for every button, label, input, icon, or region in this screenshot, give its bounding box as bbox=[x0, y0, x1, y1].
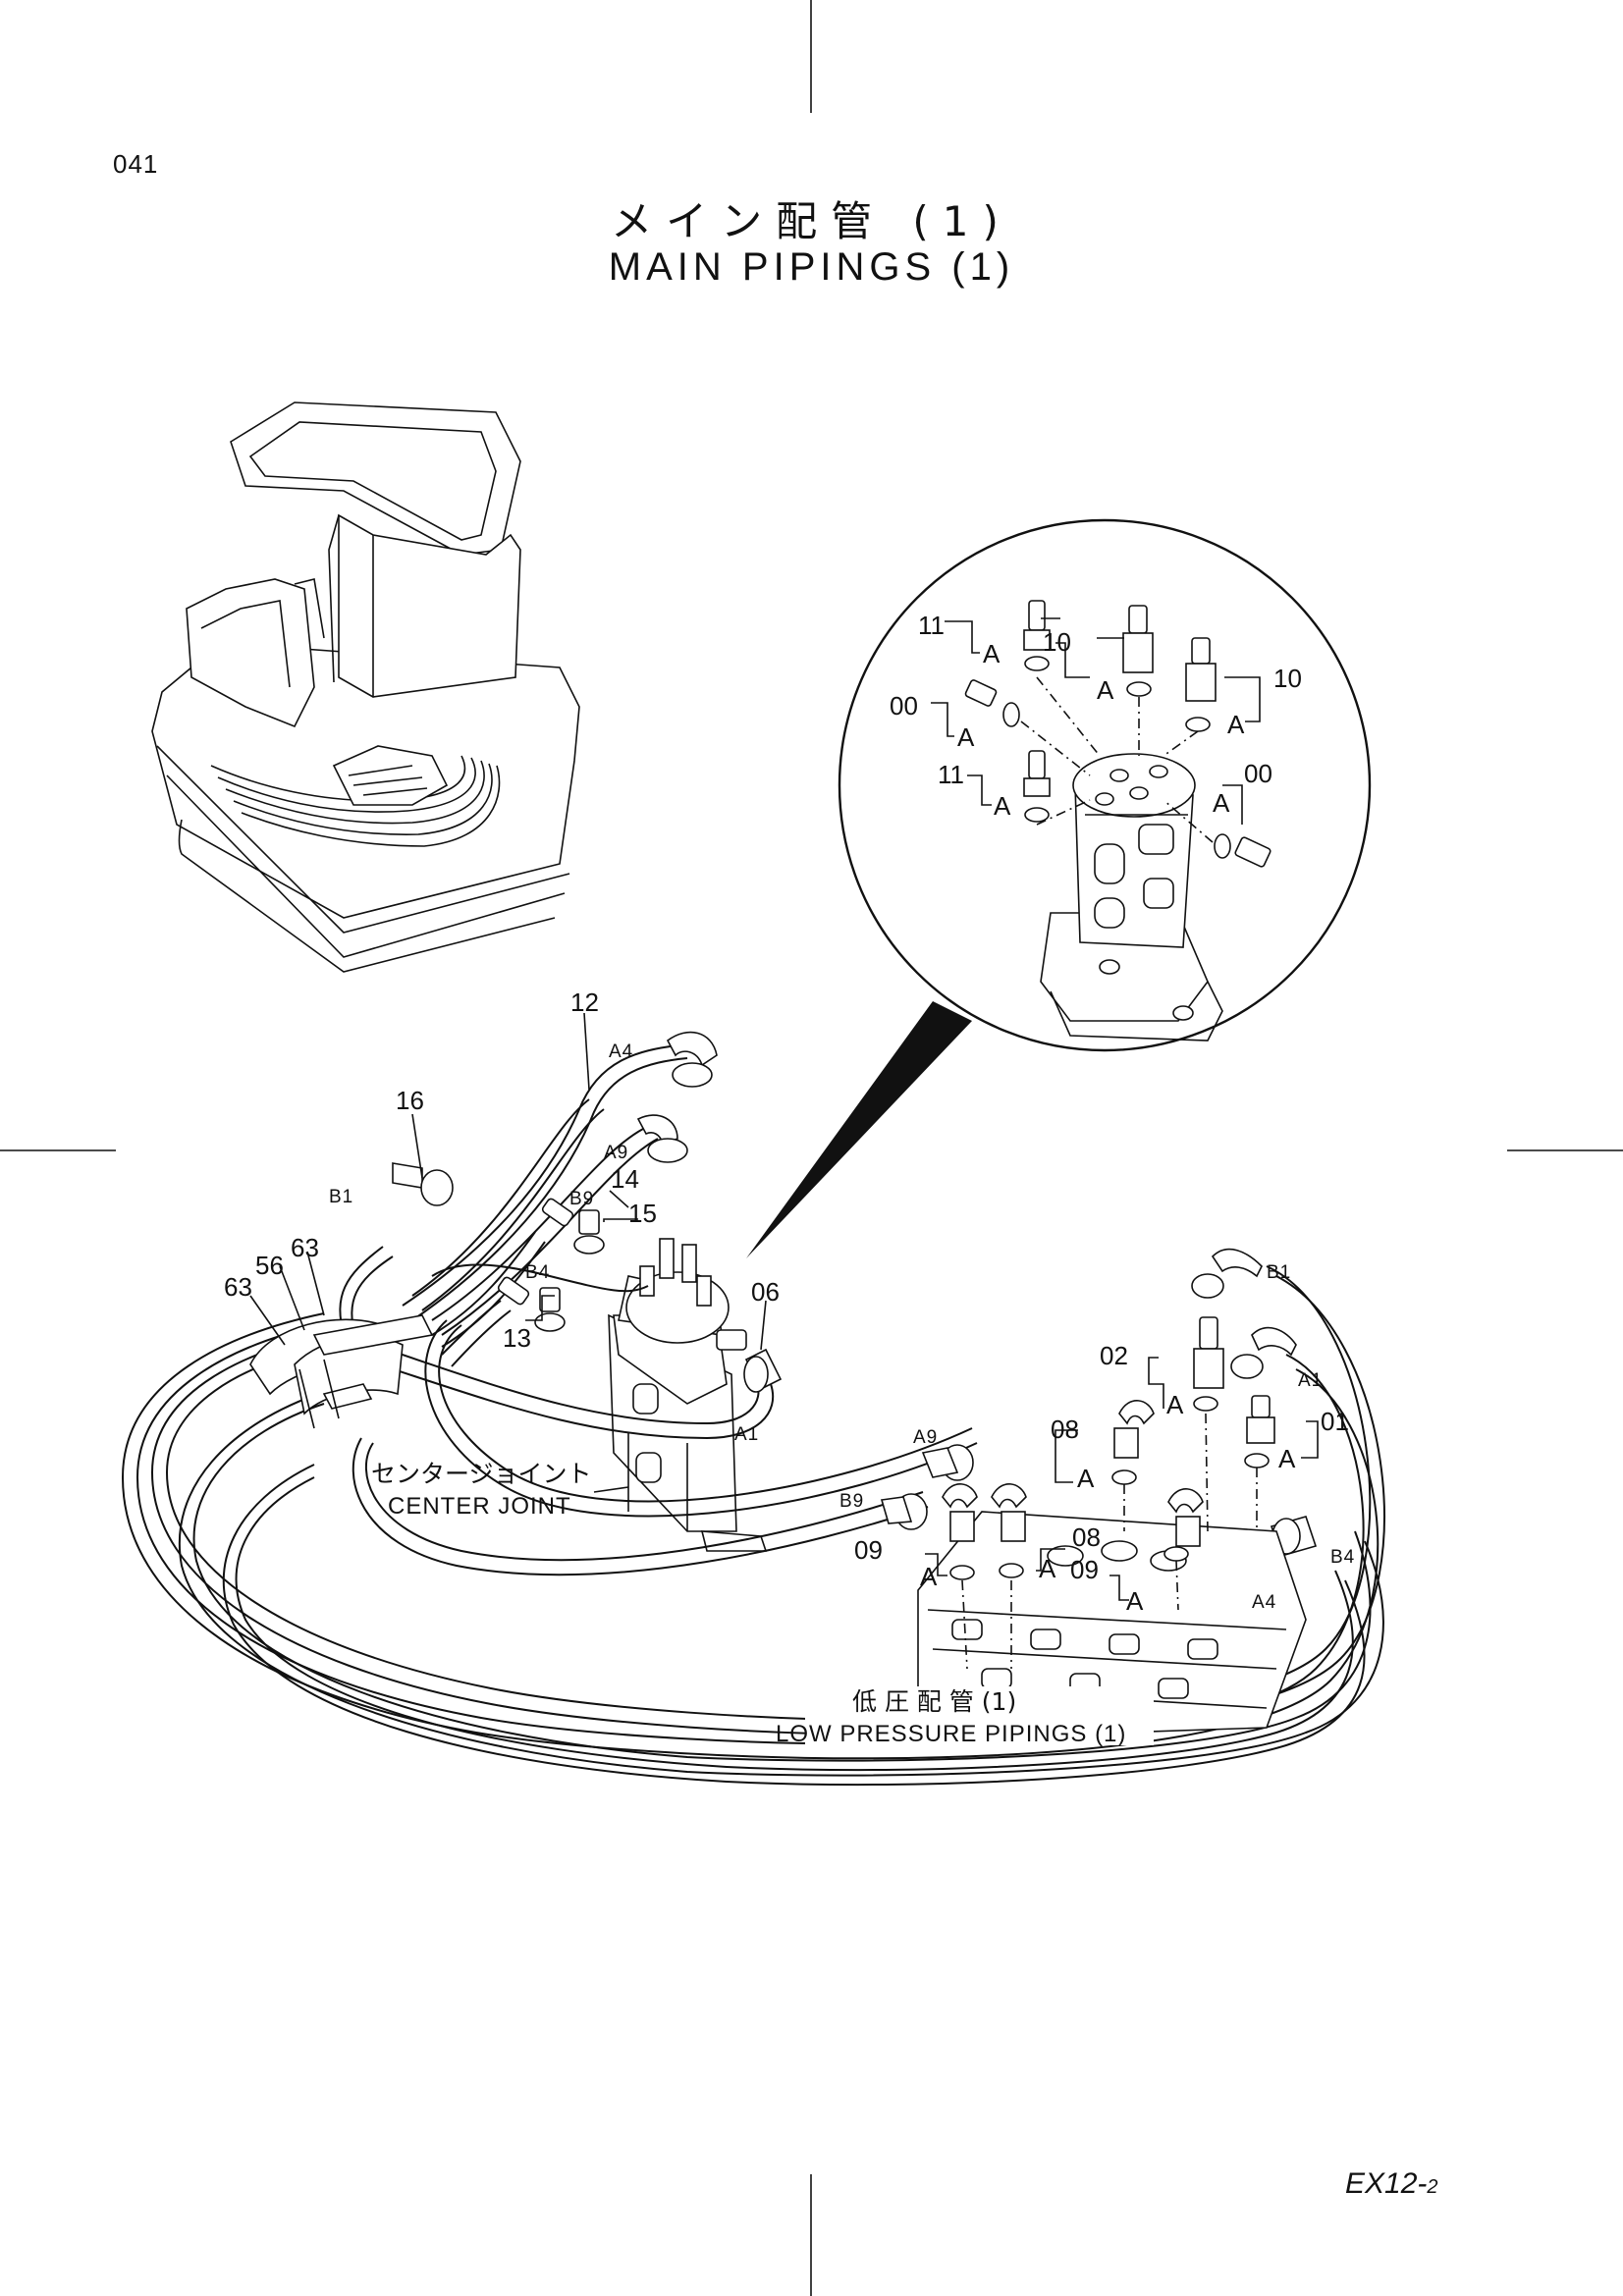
detail-callout-00-right: 00 bbox=[1244, 759, 1272, 788]
callout-09-left: 09 bbox=[854, 1535, 883, 1565]
port-a1-mid: A1 bbox=[734, 1424, 759, 1445]
seal-mark-a: A bbox=[983, 639, 1001, 668]
seal-marks: A A A A A A A A A A A A bbox=[920, 639, 1296, 1616]
detail-callout-10-right: 10 bbox=[1273, 664, 1302, 693]
diagram-code: EX12-2 bbox=[1345, 2167, 1438, 2201]
seal-mark-a: A bbox=[920, 1562, 938, 1591]
machine-overview-illustration bbox=[151, 401, 580, 973]
detail-center-joint bbox=[1040, 753, 1223, 1041]
seal-mark-a: A bbox=[1166, 1390, 1184, 1419]
diagram-code-sub: 2 bbox=[1427, 2176, 1438, 2198]
center-joint-label-jp: センタージョイント bbox=[371, 1460, 592, 1488]
center-joint-assembly bbox=[608, 1238, 768, 1552]
detail-fittings bbox=[931, 600, 1271, 868]
port-b1-right: B1 bbox=[1267, 1262, 1291, 1283]
callout-06: 06 bbox=[751, 1277, 780, 1307]
seal-mark-a: A bbox=[1097, 675, 1114, 705]
port-b1-left: B1 bbox=[329, 1187, 353, 1207]
seal-mark-a: A bbox=[1213, 788, 1230, 818]
callout-63-left: 63 bbox=[224, 1272, 252, 1302]
seal-mark-a: A bbox=[957, 722, 975, 752]
detail-callout-10-left: 10 bbox=[1043, 627, 1071, 657]
callout-13: 13 bbox=[503, 1323, 531, 1353]
callout-14: 14 bbox=[611, 1164, 639, 1194]
low-pressure-label-en: LOW PRESSURE PIPINGS (1) bbox=[776, 1721, 1126, 1747]
port-a1-right: A1 bbox=[1298, 1370, 1323, 1391]
callout-09-right: 09 bbox=[1070, 1555, 1099, 1584]
callout-numbers: 12 16 14 15 13 63 56 63 06 02 08 01 09 0… bbox=[224, 611, 1349, 1584]
valve-fittings bbox=[942, 1316, 1275, 1670]
port-a9-mid: A9 bbox=[913, 1427, 938, 1448]
hose-clamp bbox=[249, 1314, 434, 1429]
page-title-jp: メイン配管 (1) bbox=[611, 197, 1012, 245]
low-pressure-label-jp: 低 圧 配 管 (1) bbox=[852, 1687, 1016, 1716]
seal-mark-a: A bbox=[1126, 1586, 1144, 1616]
diagram-notes: センタージョイント CENTER JOINT 低 圧 配 管 (1) LOW P… bbox=[371, 1460, 1154, 1747]
port-a9-top: A9 bbox=[604, 1143, 628, 1163]
callout-08-left: 08 bbox=[1051, 1415, 1079, 1444]
callout-15: 15 bbox=[628, 1199, 657, 1228]
port-b4-top: B4 bbox=[525, 1262, 550, 1283]
center-joint-label-en: CENTER JOINT bbox=[388, 1493, 571, 1520]
callout-01: 01 bbox=[1321, 1407, 1349, 1436]
port-a4-right: A4 bbox=[1252, 1592, 1276, 1613]
leader-lines bbox=[249, 1012, 1319, 1601]
seal-mark-a: A bbox=[1278, 1444, 1296, 1473]
diagram-code-main: EX12- bbox=[1345, 2167, 1428, 2200]
callout-12: 12 bbox=[570, 988, 599, 1017]
port-b9-mid: B9 bbox=[839, 1491, 864, 1512]
port-b9-top: B9 bbox=[569, 1189, 594, 1209]
seal-mark-a: A bbox=[994, 791, 1011, 821]
seal-mark-a: A bbox=[1227, 710, 1245, 739]
callout-63-right: 63 bbox=[291, 1233, 319, 1262]
seal-mark-a: A bbox=[1039, 1554, 1056, 1583]
seal-mark-a: A bbox=[1077, 1464, 1095, 1493]
callout-02: 02 bbox=[1100, 1341, 1128, 1370]
callout-16: 16 bbox=[396, 1086, 424, 1115]
detail-callout-00-left: 00 bbox=[890, 691, 918, 721]
detail-callout-11-bottom: 11 bbox=[938, 760, 964, 789]
port-labels: A4 A9 B1 B9 B4 A1 A9 B9 B1 A1 B4 A4 bbox=[329, 1041, 1355, 1613]
callout-56: 56 bbox=[255, 1251, 284, 1280]
port-a4-top: A4 bbox=[609, 1041, 633, 1062]
port-b4-right: B4 bbox=[1330, 1547, 1355, 1568]
page-title-en: MAIN PIPINGS (1) bbox=[608, 245, 1015, 289]
detail-callout-11-top: 11 bbox=[918, 611, 945, 640]
page-number: 041 bbox=[113, 149, 159, 179]
callout-08-right: 08 bbox=[1072, 1522, 1101, 1552]
